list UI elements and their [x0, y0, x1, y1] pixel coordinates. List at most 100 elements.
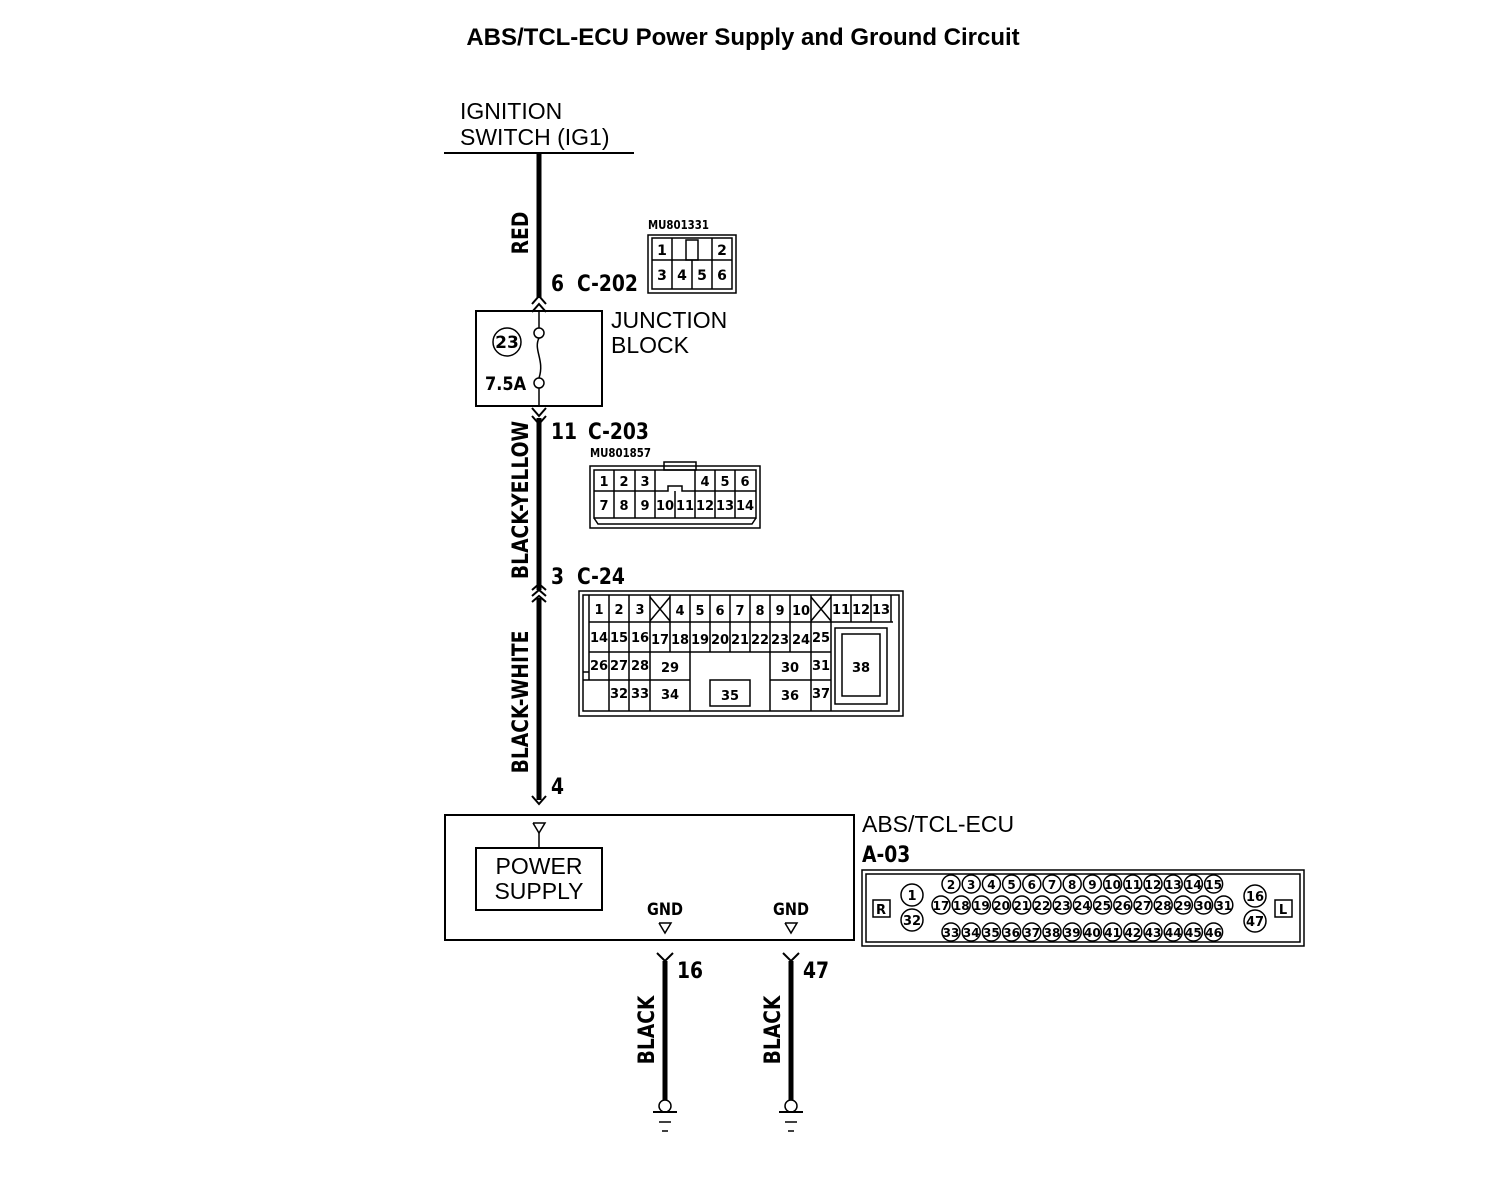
- junction-block-label-1: JUNCTION: [611, 307, 727, 333]
- a03-pin-label: 23: [1054, 899, 1071, 913]
- pin-circle: [961, 874, 981, 894]
- c24-pin-label: 19: [691, 633, 709, 648]
- a03-pin-label: 47: [1246, 915, 1264, 930]
- pin-circle: [1092, 895, 1113, 915]
- fuse-number-circle: [492, 327, 522, 357]
- a03-pin-label: 46: [1205, 926, 1222, 940]
- pin-circle: [1203, 874, 1224, 894]
- power-supply-label-2: SUPPLY: [494, 878, 583, 904]
- a03-pin-label: 27: [1135, 899, 1152, 913]
- pin-circle: [1102, 874, 1123, 894]
- c203-connector-face: [589, 461, 761, 529]
- a03-pin-label: 22: [1034, 899, 1051, 913]
- a03-pin-label: 34: [963, 926, 980, 940]
- c24-pin-label: 30: [781, 661, 799, 676]
- pin-circle: [1022, 922, 1042, 942]
- pin-circle: [1082, 922, 1103, 942]
- a03-pin-label: 44: [1165, 926, 1182, 940]
- a03-pin-label: 20: [993, 899, 1010, 913]
- a03-pin-label: 19: [973, 899, 990, 913]
- c24-pin-label: 17: [651, 633, 669, 648]
- c24-pin-label: 2: [614, 603, 623, 618]
- a03-pin-label: 7: [1048, 878, 1056, 892]
- fuse-icon: [533, 311, 545, 406]
- a03-pin-label: 4: [987, 878, 995, 892]
- diagram-title: ABS/TCL-ECU Power Supply and Ground Circ…: [466, 24, 1019, 51]
- c24-pin-label: 5: [695, 604, 704, 619]
- c24-pin-label: 1: [594, 603, 603, 618]
- c202-pin-label: 1: [657, 243, 667, 259]
- c24-pin-label: 10: [792, 604, 810, 619]
- pin-circle: [1042, 874, 1062, 894]
- ecu-box: [444, 814, 855, 941]
- c202-pin-label: 6: [717, 268, 727, 284]
- pin-circle: [1203, 922, 1224, 942]
- a03-pin-label: 17: [933, 899, 950, 913]
- c24-pin-label: 20: [711, 633, 729, 648]
- ground-pin-1: 16: [677, 958, 703, 984]
- gnd-label-1: GND: [647, 899, 683, 919]
- c24-pin-label: 14: [590, 631, 608, 646]
- c203-pin-label: 9: [640, 499, 649, 514]
- a03-pin-label: 3: [967, 878, 975, 892]
- c24-pin-label: 25: [812, 631, 830, 646]
- a03-pin-label: 40: [1084, 926, 1101, 940]
- c202-pin-label: 5: [697, 268, 707, 284]
- ecu-name: ABS/TCL-ECU: [862, 811, 1014, 837]
- c24-pin-label: 27: [610, 659, 628, 674]
- pin-circle: [941, 874, 961, 894]
- c202-pin-label: 2: [717, 243, 727, 259]
- c24-pin-label: 34: [661, 688, 679, 703]
- pin-circle: [1163, 922, 1183, 942]
- gnd-label-2: GND: [773, 899, 809, 919]
- c24-pin-label: 37: [812, 687, 830, 702]
- pin-circle: [1173, 895, 1194, 915]
- a03-pin-label: 9: [1088, 878, 1096, 892]
- a03-pin-label: 43: [1145, 926, 1162, 940]
- c24-pin-label: 16: [631, 631, 649, 646]
- pin-circle: [1163, 874, 1183, 894]
- c24-pin-label: 32: [610, 687, 628, 702]
- connector-marker-c202: [531, 294, 547, 313]
- c203-pin-label: 11: [676, 499, 694, 514]
- a03-pin-label: 30: [1195, 899, 1212, 913]
- c24-pin-label: 11: [832, 603, 850, 618]
- ignition-label-2: SWITCH (IG1): [460, 124, 610, 150]
- c24-id: C-24: [577, 564, 625, 590]
- c203-pin-label: 3: [640, 475, 649, 490]
- ground-icon: [653, 1099, 677, 1132]
- ground-pin-2: 47: [803, 958, 829, 984]
- a03-pin-label: 6: [1028, 878, 1036, 892]
- c202-pin-label: 3: [657, 268, 667, 284]
- a03-pin-label: 29: [1175, 899, 1192, 913]
- c24-pin-label: 9: [775, 604, 784, 619]
- a03-pin-label: 1: [907, 889, 916, 904]
- pin-circle: [1183, 874, 1204, 894]
- c24-pin-label: 3: [635, 603, 644, 618]
- a03-pin-label: 36: [1003, 926, 1020, 940]
- c24-connector-face: [578, 590, 904, 717]
- pin-circle: [1012, 895, 1032, 915]
- junction-block-label-2: BLOCK: [611, 332, 690, 358]
- pin-circle: [1082, 874, 1103, 894]
- pin-circle: [971, 895, 992, 915]
- pin-circle: [1052, 895, 1072, 915]
- pin-circle: [1214, 895, 1234, 915]
- c203-pin-label: 12: [696, 499, 714, 514]
- c24-pin-label: 15: [610, 631, 628, 646]
- a03-pin-label: 33: [943, 926, 960, 940]
- gnd-arrow-icon: [658, 922, 673, 935]
- pin-circle: [1062, 874, 1082, 894]
- c24-pin-label: 31: [812, 659, 830, 674]
- a03-pin-label: 8: [1068, 878, 1076, 892]
- c203-pin-label: 8: [619, 499, 628, 514]
- wire-label-black-1: BLACK: [634, 995, 660, 1065]
- pin-circle: [941, 922, 961, 942]
- pin-circle: [1143, 922, 1163, 942]
- pin-circle: [900, 883, 924, 907]
- c24-pin-label: 21: [731, 633, 749, 648]
- c24-pin-label: 28: [631, 659, 649, 674]
- c203-pin-label: 7: [599, 499, 608, 514]
- a03-pin-label: 25: [1094, 899, 1111, 913]
- a03-pin-label: 42: [1124, 926, 1141, 940]
